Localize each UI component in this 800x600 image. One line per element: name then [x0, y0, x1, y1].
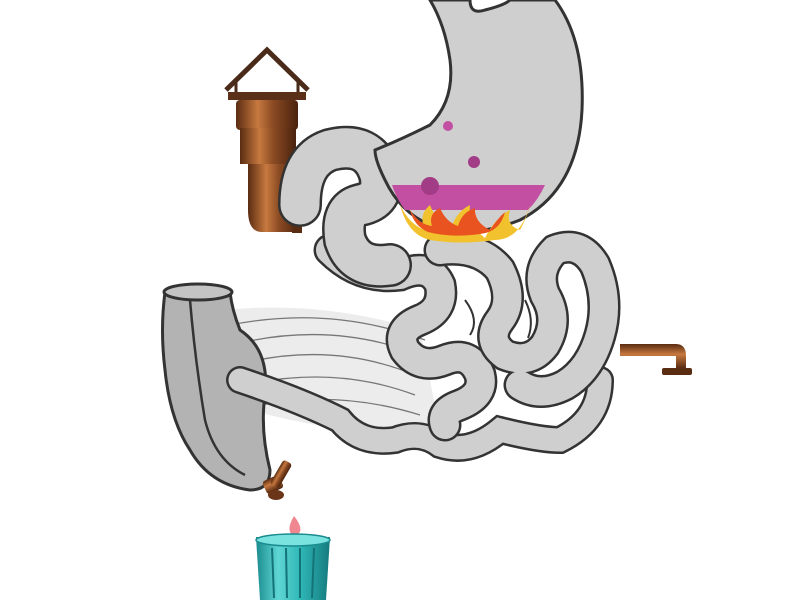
acid-bubble [468, 156, 480, 168]
glass-icon [255, 533, 331, 600]
acid-bubble [443, 121, 453, 131]
acid-bubble [421, 177, 439, 195]
large-intestine [161, 282, 614, 492]
outlet-pipe [620, 344, 692, 375]
duodenum [280, 128, 410, 286]
drop-icon [289, 516, 301, 535]
faucet-icon [262, 460, 292, 500]
chimney-cap-icon [224, 46, 310, 100]
flame-icon [400, 205, 530, 243]
